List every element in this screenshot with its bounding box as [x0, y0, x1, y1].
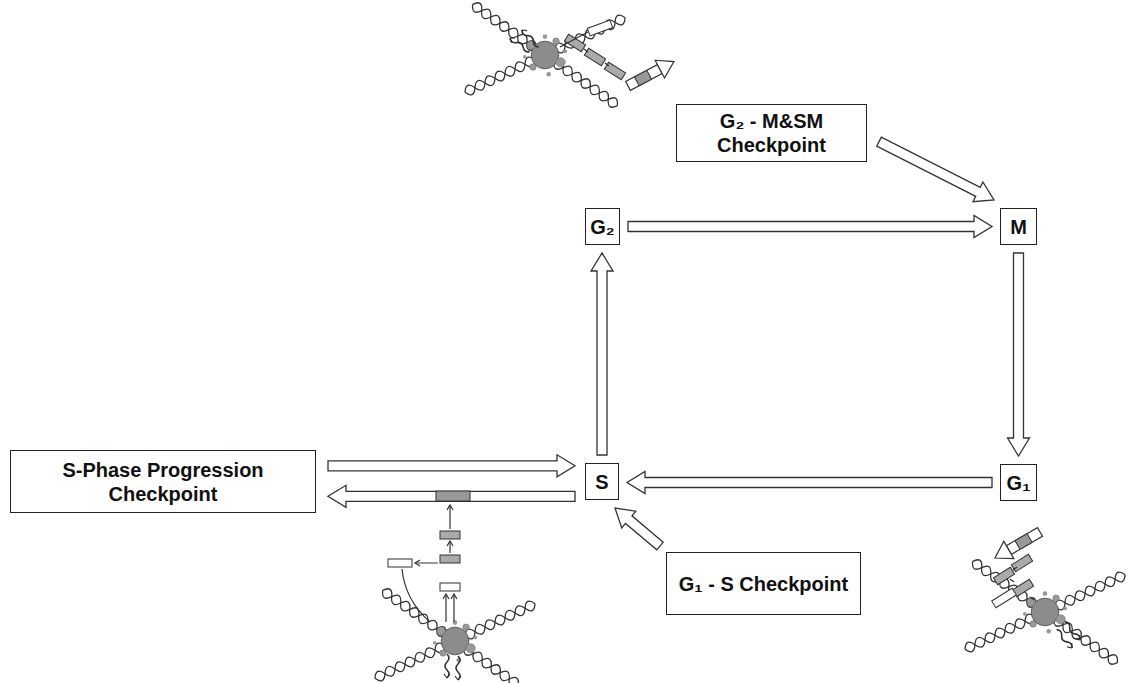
phase-box: G₁: [1000, 464, 1037, 501]
phase-box: G₂: [585, 208, 620, 245]
phase-label: M: [1010, 215, 1027, 239]
phase-label: G₁: [1007, 471, 1031, 495]
checkpoint-label: G₂ - M&SM Checkpoint: [685, 109, 858, 157]
cycle-arrow: [328, 455, 575, 477]
checkpoint-box: G₁ - S Checkpoint: [666, 552, 861, 615]
cycle-arrow: [877, 137, 994, 202]
cycle-arrow: [628, 216, 992, 238]
checkpoint-label: G₁ - S Checkpoint: [679, 572, 848, 596]
cycle-arrow: [591, 253, 613, 455]
checkpoint-box: S-Phase Progression Checkpoint: [10, 450, 316, 513]
phase-box: S: [585, 463, 619, 500]
phase-label: G₂: [590, 215, 614, 239]
checkpoint-box: G₂ - M&SM Checkpoint: [676, 104, 867, 162]
checkpoint-label: S-Phase Progression Checkpoint: [21, 458, 305, 506]
cycle-arrow: [615, 508, 663, 550]
cycle-arrow: [627, 472, 992, 494]
cycle-arrow: [1008, 253, 1030, 456]
cycle-arrow: [328, 485, 575, 507]
phase-box: M: [1000, 208, 1037, 245]
phase-label: S: [595, 470, 608, 494]
